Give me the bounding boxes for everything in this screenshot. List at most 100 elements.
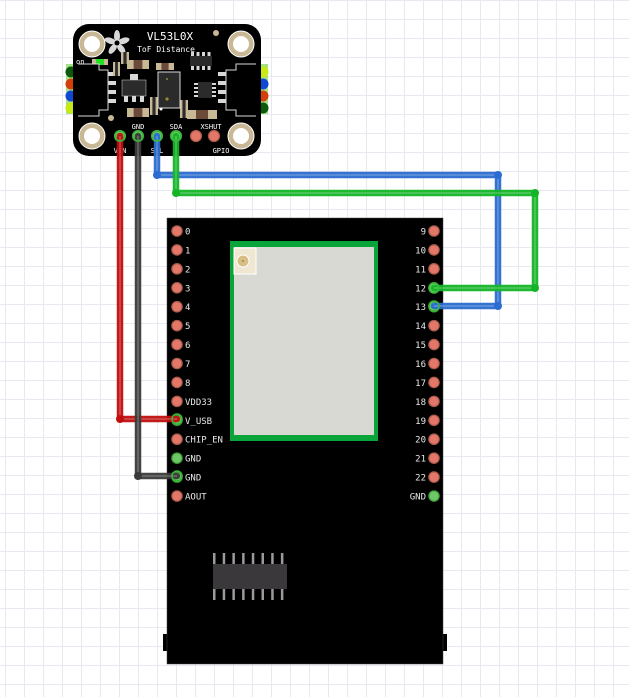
ic-lead <box>271 589 274 600</box>
pin-right-21[interactable]: 21 <box>415 452 440 465</box>
ic-lead <box>242 589 245 600</box>
wire-sda-to-12[interactable] <box>170 130 539 294</box>
mount-hole-icon <box>78 30 106 58</box>
pin-right-9[interactable]: 9 <box>421 225 440 238</box>
pin-label: 3 <box>185 284 190 294</box>
pin-label: 21 <box>415 455 426 465</box>
pin-label: 5 <box>185 322 190 332</box>
pin-pad[interactable] <box>171 433 183 446</box>
pin-pad[interactable] <box>428 376 440 389</box>
sensor-title: VL53L0X <box>147 30 194 43</box>
ic-lead <box>251 553 255 564</box>
pin-left-3[interactable]: 3 <box>171 281 191 295</box>
pin-label: 12 <box>415 284 426 294</box>
pin-left-6[interactable]: 6 <box>171 338 191 351</box>
sensor-subtitle: ToF Distance <box>137 45 195 54</box>
ic-lead <box>232 589 235 600</box>
wire-scl-to-13[interactable] <box>151 130 502 312</box>
pin-right-19[interactable]: 19 <box>415 414 440 427</box>
sensor-board[interactable]: VL53L0X ToF Distance on GND SDA XSHUT VI… <box>65 24 269 156</box>
pin-left-gnd[interactable]: GND <box>171 452 201 465</box>
wire-bendpoint[interactable] <box>531 189 539 197</box>
pin-left-4[interactable]: 4 <box>171 300 191 314</box>
wire-bendpoint[interactable] <box>153 171 161 179</box>
pin-pad[interactable] <box>171 225 183 237</box>
pin-label: 17 <box>415 379 426 389</box>
pin-pad[interactable] <box>428 452 440 464</box>
pin-pad[interactable] <box>428 263 440 275</box>
pin-right-14[interactable]: 14 <box>415 319 440 332</box>
pin-pad[interactable] <box>428 244 440 256</box>
wire-vin-to-vusb[interactable] <box>114 130 183 425</box>
pin-left-0[interactable]: 0 <box>171 225 191 238</box>
adafruit-logo-icon <box>104 30 130 54</box>
pin-label: 0 <box>185 228 190 238</box>
wire-end <box>171 470 183 482</box>
sensor-pin-xshut[interactable] <box>207 129 221 143</box>
pin-pad[interactable] <box>171 395 183 408</box>
pin-pad[interactable] <box>428 225 440 237</box>
pin-label: AOUT <box>185 493 207 503</box>
pin-right-16[interactable]: 16 <box>415 357 440 370</box>
pin-label-gnd: GND <box>132 123 145 131</box>
wire-bendpoint[interactable] <box>494 171 502 179</box>
pin-pad[interactable] <box>428 338 440 351</box>
pin-right-15[interactable]: 15 <box>415 338 440 351</box>
pin-pad[interactable] <box>171 281 183 294</box>
pin-pad[interactable] <box>171 452 183 464</box>
wire-bendpoint[interactable] <box>134 472 142 480</box>
pin-pad[interactable] <box>428 433 440 446</box>
pin-pad[interactable] <box>428 471 440 483</box>
pin-right-17[interactable]: 17 <box>415 376 440 389</box>
pin-label-gpio: GPIO <box>213 147 230 155</box>
wire-bendpoint[interactable] <box>494 302 502 310</box>
wire-bendpoint[interactable] <box>172 189 180 197</box>
pin-pad[interactable] <box>428 319 440 332</box>
pin-pad[interactable] <box>171 376 183 389</box>
wire-bendpoint[interactable] <box>116 415 124 423</box>
pin-pad[interactable] <box>171 357 183 370</box>
pin-label: 19 <box>415 417 426 427</box>
pin-label: VDD33 <box>185 398 212 408</box>
pin-pad[interactable] <box>171 263 183 275</box>
pin-left-2[interactable]: 2 <box>171 263 191 276</box>
wire-start <box>170 130 182 142</box>
pin-right-11[interactable]: 11 <box>415 263 440 276</box>
pin-left-7[interactable]: 7 <box>171 357 191 370</box>
power-led-label: on <box>76 58 84 66</box>
pin-left-chip-en[interactable]: CHIP_EN <box>171 433 223 446</box>
pin-left-vdd33[interactable]: VDD33 <box>171 395 212 408</box>
wires <box>114 130 539 482</box>
pin-left-1[interactable]: 1 <box>171 244 191 257</box>
pin-pad[interactable] <box>171 300 183 313</box>
pin-left-8[interactable]: 8 <box>171 376 191 389</box>
pin-pad[interactable] <box>171 338 183 351</box>
pin-right-gnd[interactable]: GND <box>410 490 440 503</box>
pin-pad[interactable] <box>428 490 440 502</box>
pin-pad[interactable] <box>171 244 183 256</box>
ic-lead <box>222 589 226 600</box>
ic-chip <box>213 553 287 600</box>
pin-label: 11 <box>415 265 426 275</box>
pin-pad[interactable] <box>428 395 440 408</box>
pin-right-22[interactable]: 22 <box>415 471 440 484</box>
pin-left-aout[interactable]: AOUT <box>171 490 207 503</box>
pin-label-sda: SDA <box>170 123 183 131</box>
wire-start <box>114 130 126 142</box>
pin-pad[interactable] <box>171 490 183 502</box>
wire-gnd-to-gnd[interactable] <box>132 130 183 482</box>
pin-left-5[interactable]: 5 <box>171 319 191 332</box>
pin-right-10[interactable]: 10 <box>415 244 440 257</box>
pin-pad[interactable] <box>171 319 183 332</box>
pin-pad[interactable] <box>428 357 440 370</box>
pin-right-18[interactable]: 18 <box>415 395 440 408</box>
ic-lead <box>280 553 284 564</box>
pin-label: 2 <box>185 265 190 275</box>
pin-pad[interactable] <box>428 414 440 427</box>
sensor-pin-gpio[interactable] <box>189 129 203 143</box>
sensor-components <box>78 30 256 121</box>
pin-right-20[interactable]: 20 <box>415 433 440 446</box>
wire-bendpoint[interactable] <box>531 284 539 292</box>
